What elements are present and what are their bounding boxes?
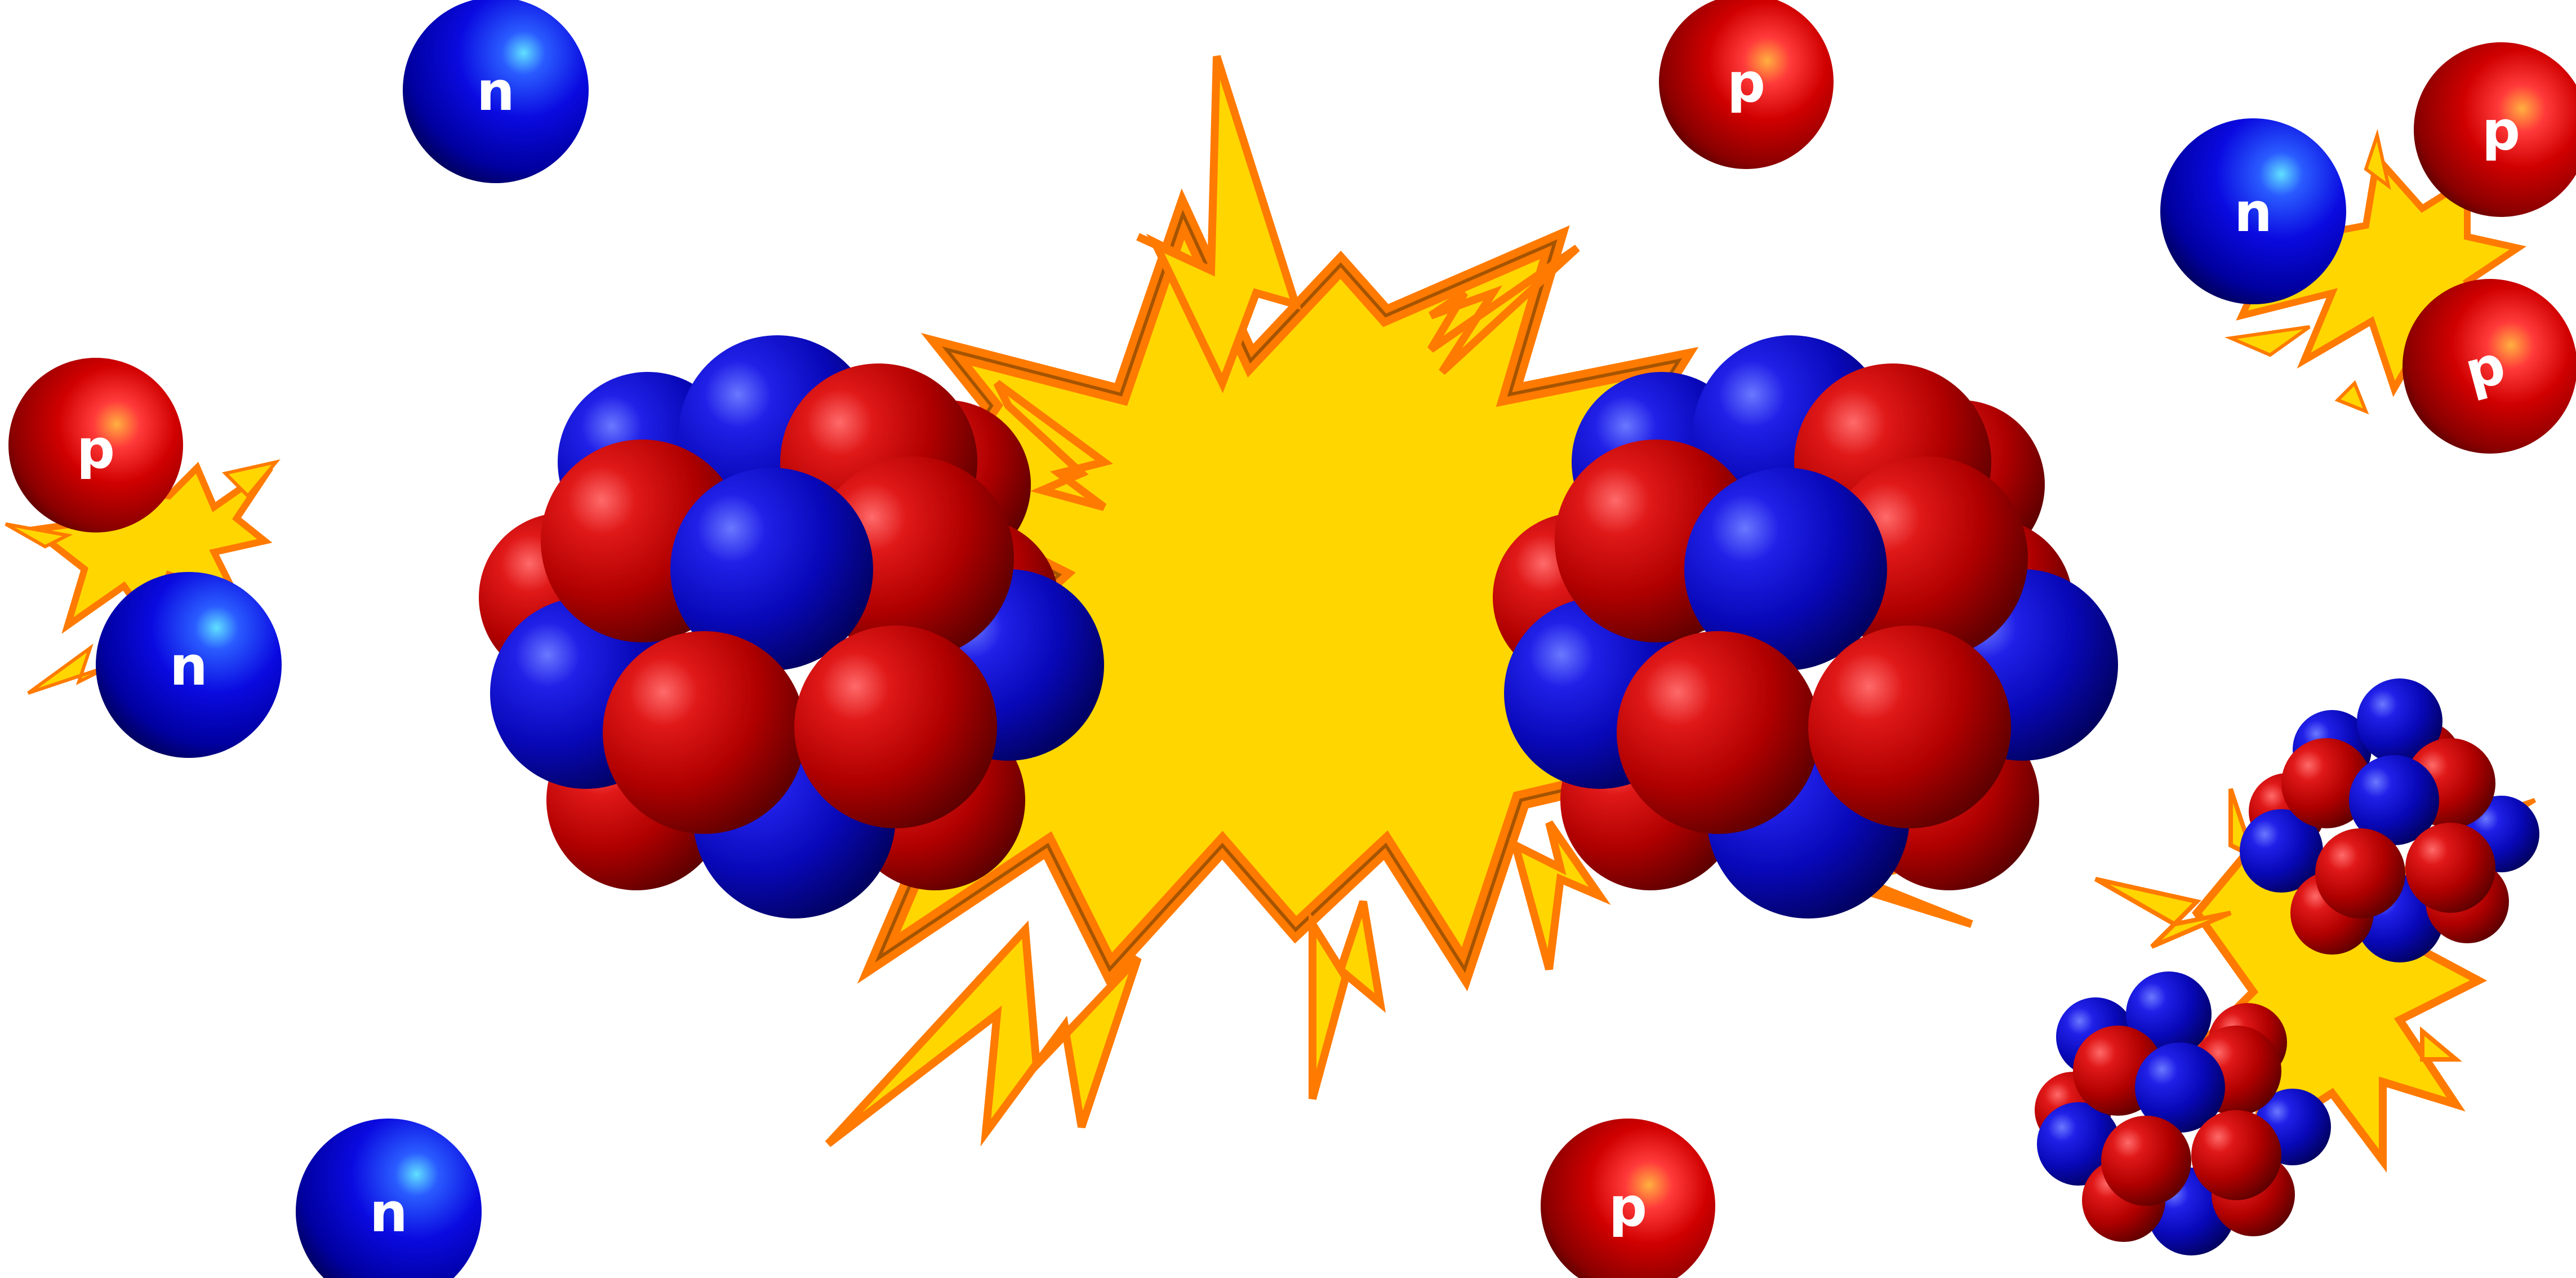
neutron: n [296, 1119, 482, 1278]
proton: p [1659, 0, 1834, 169]
neutron-label: n [2234, 182, 2272, 244]
proton-label: p [2482, 100, 2520, 162]
neutron: n [2160, 118, 2346, 304]
proton-label: p [1727, 52, 1765, 114]
left-nucleus [479, 335, 1104, 918]
proton-label: p [77, 419, 115, 481]
neutron-label: n [477, 61, 515, 123]
proton: p [2414, 42, 2576, 217]
bolt-top [1427, 245, 1580, 375]
bolt-bottom-left [825, 920, 1142, 1147]
right-nucleus [1493, 335, 2118, 918]
bolt-left [993, 380, 1114, 511]
neutron-label: n [170, 636, 208, 698]
bolt-top-left [1136, 55, 1302, 393]
proton: p [2403, 279, 2576, 454]
bolt-bottom [1309, 900, 1386, 1100]
proton: p [8, 358, 183, 532]
neutron: n [403, 0, 589, 183]
small-nucleus-lower [2035, 971, 2331, 1255]
small-nucleus-upper [2240, 678, 2539, 962]
bolt-bottom-right [1509, 820, 1611, 970]
neutron-label: n [370, 1182, 408, 1244]
proton: p [1541, 1119, 1715, 1278]
neutron: n [96, 572, 282, 758]
proton-label: p [1609, 1177, 1647, 1239]
